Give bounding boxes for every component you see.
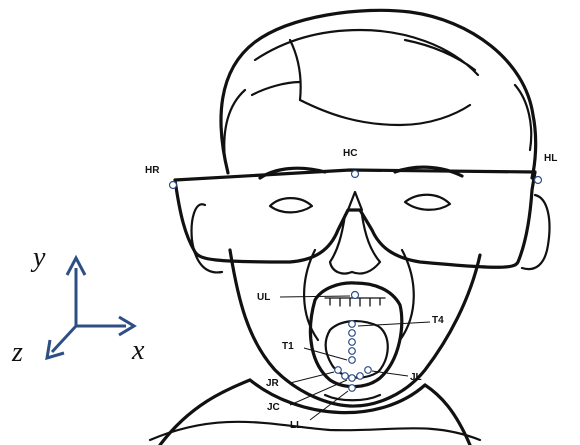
hair-sides	[224, 40, 531, 160]
chin	[325, 395, 380, 400]
upper-teeth	[325, 298, 385, 306]
neck-collar	[160, 380, 470, 445]
label-hr: HR	[145, 165, 160, 176]
jaw-marker	[349, 375, 356, 382]
right-eye	[405, 195, 450, 210]
marker-ll-dot	[349, 385, 356, 392]
label-ll: LL	[290, 420, 302, 431]
tongue-marker	[349, 348, 356, 355]
label-hc: HC	[343, 148, 357, 159]
label-t1: T1	[282, 341, 294, 352]
tongue-marker	[349, 357, 356, 364]
marker-dots	[170, 171, 542, 299]
tongue-marker	[349, 321, 356, 328]
marker-hr-dot	[170, 182, 177, 189]
label-t4: T4	[432, 315, 444, 326]
tongue-marker	[349, 330, 356, 337]
label-ul: UL	[257, 292, 270, 303]
z-axis-arrow	[52, 326, 76, 352]
jaw-marker	[365, 367, 372, 374]
marker-hl-dot	[535, 177, 542, 184]
label-hl: HL	[544, 153, 557, 164]
axis-label-x: x	[131, 335, 145, 366]
glasses-bridge	[348, 192, 362, 210]
collar-line	[150, 422, 480, 440]
leader-jc	[290, 380, 347, 405]
coordinate-axes: y x z	[11, 242, 145, 368]
left-eye	[270, 198, 312, 212]
label-jr: JR	[266, 378, 280, 389]
axis-label-z: z	[11, 337, 23, 368]
jaw-marker	[357, 373, 364, 380]
marker-hc-dot	[352, 171, 359, 178]
marker-ul-dot	[352, 292, 359, 299]
jaw-marker	[335, 367, 342, 374]
jaw-marker	[342, 373, 349, 380]
tongue-marker	[349, 339, 356, 346]
head-outline	[221, 10, 536, 406]
left-ear	[192, 204, 222, 272]
hair-top	[252, 30, 478, 95]
tongue-marker-chain	[335, 321, 372, 392]
label-jc: JC	[267, 402, 280, 413]
label-jl: JL	[410, 372, 422, 383]
axis-label-y: y	[30, 242, 46, 273]
nose	[330, 215, 380, 274]
leader-ul	[280, 296, 350, 297]
